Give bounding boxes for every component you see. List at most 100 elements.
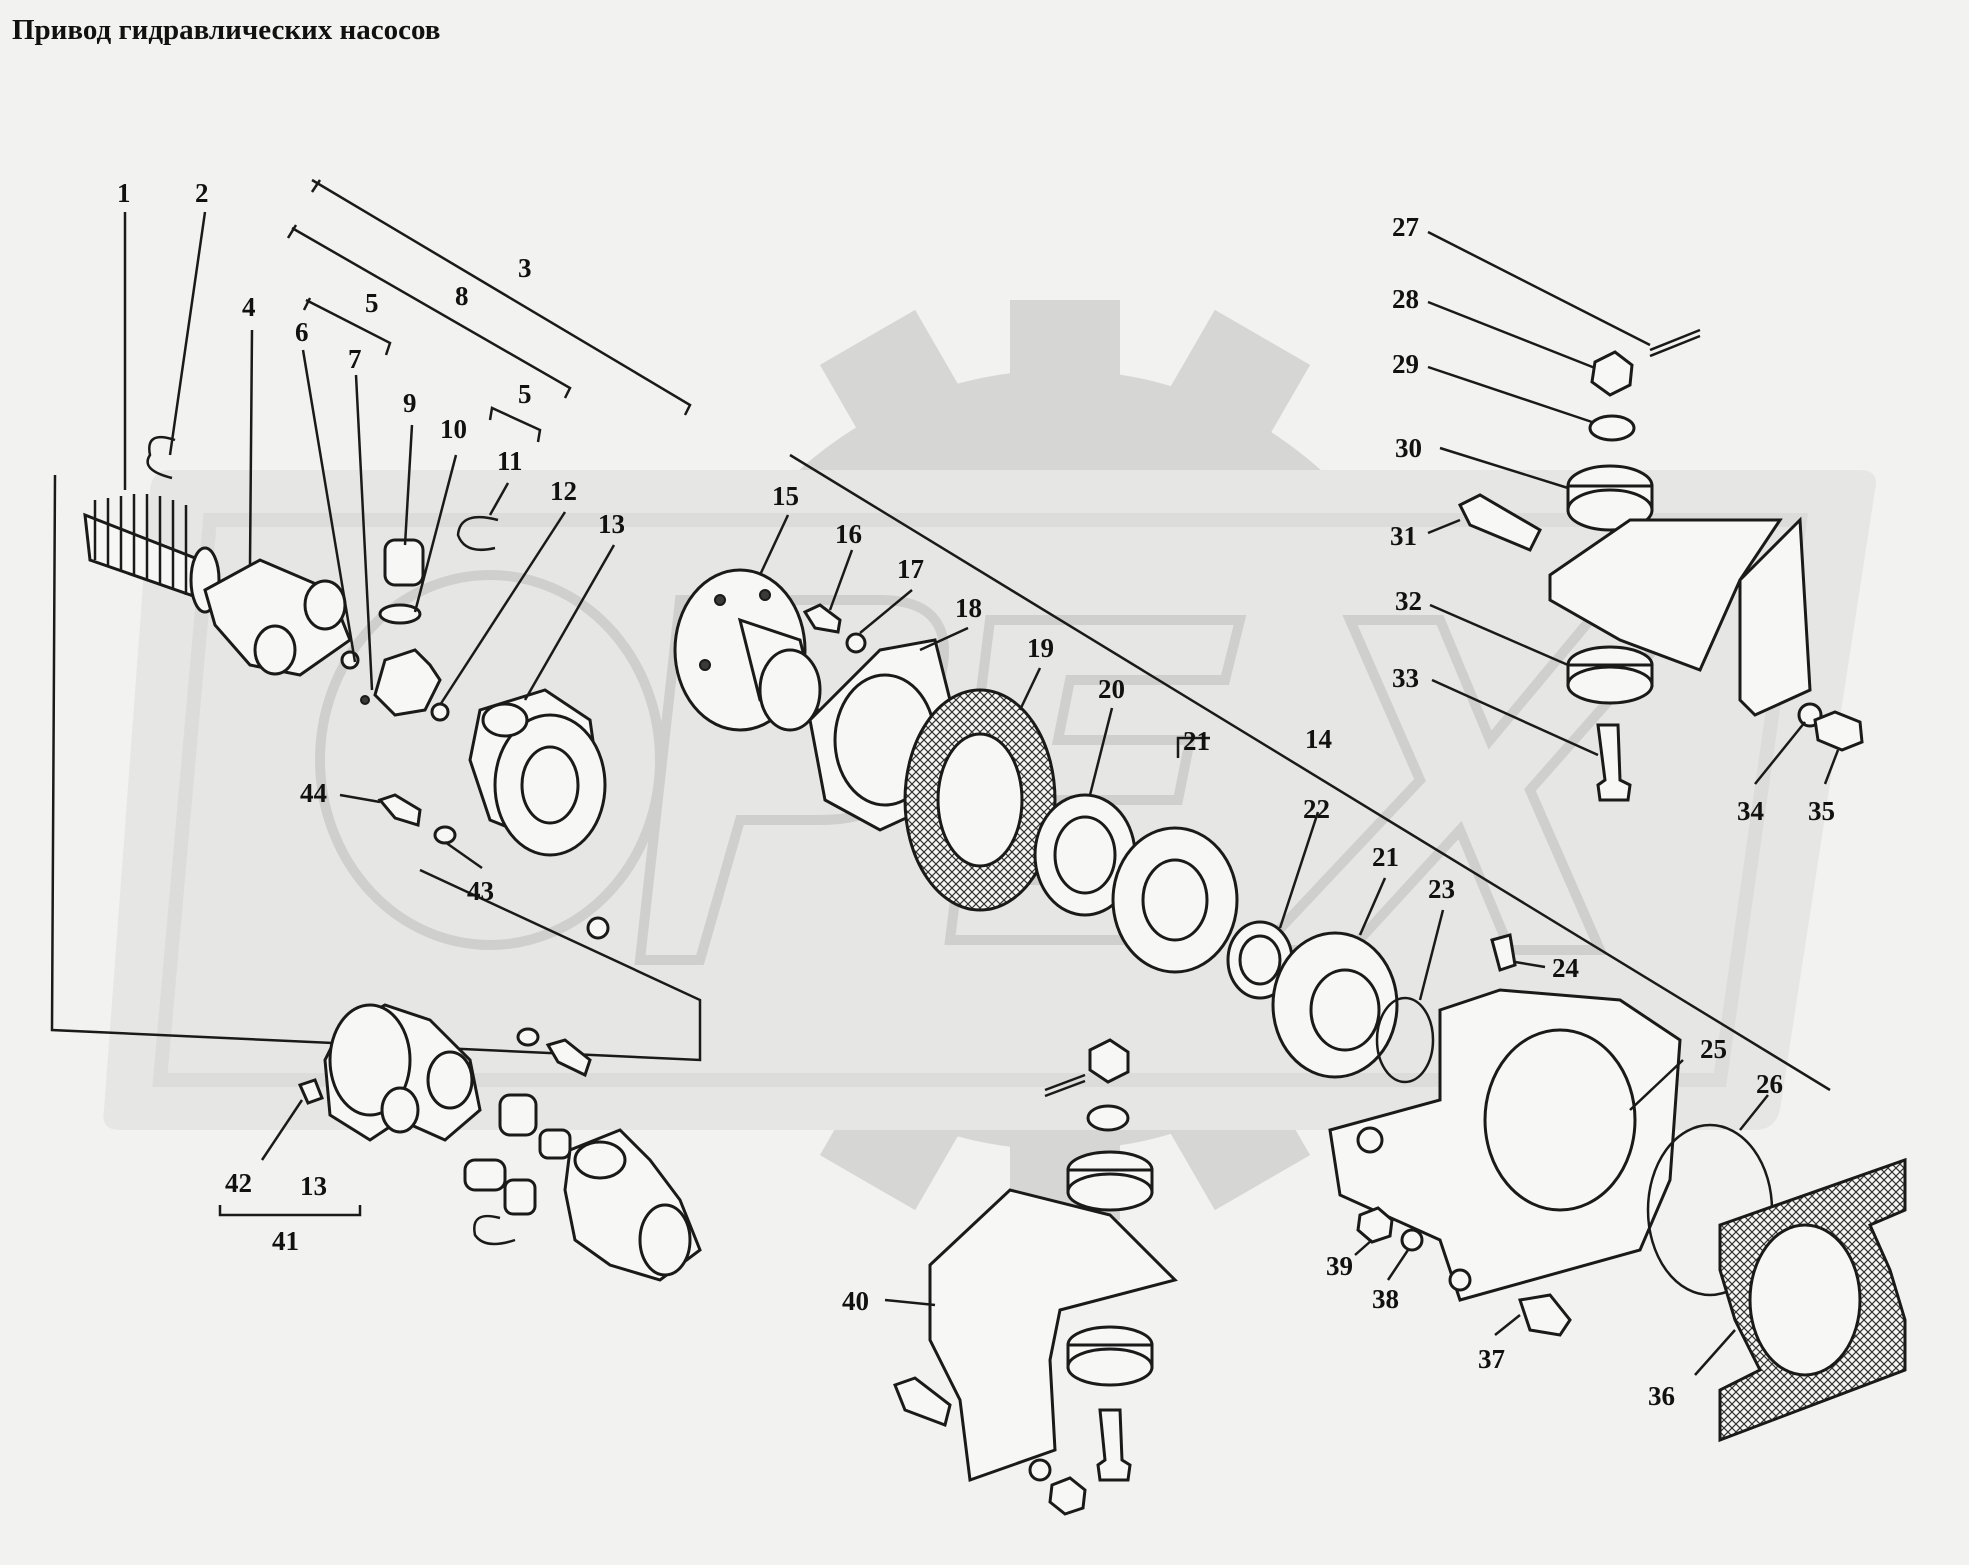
bracket-8 [286,224,572,399]
retaining-ring-part-23 [1375,996,1435,1084]
callout-30: 30 [1395,433,1422,463]
callout-25: 25 [1700,1034,1727,1064]
bolt-part-37 [1518,1293,1572,1337]
callout-35: 35 [1808,796,1835,826]
bolt-lower-vertical [1096,1408,1132,1482]
callout-1: 1 [117,178,131,208]
bracket-part-40 [928,1188,1178,1483]
cotter-pin-part-27 [1649,328,1701,358]
bolt-part-44 [377,793,457,845]
callout-11: 11 [497,446,523,476]
frame-assembly-14 [789,453,1831,1092]
nut-part-39 [1356,1206,1394,1244]
callout-41: 41 [272,1226,299,1256]
callout-14: 14 [1305,724,1332,754]
callout-3: 3 [518,253,532,283]
frame-left-group [50,474,702,1062]
callout-24: 24 [1552,953,1579,983]
lock-ring-part-2 [146,435,176,480]
callout-12: 12 [550,476,577,506]
callout-23: 23 [1428,874,1455,904]
rubber-pad-part-32 [1566,645,1654,705]
bracket-41 [218,1205,362,1217]
washer-part-29 [1588,414,1636,442]
circlip-lower [473,1214,516,1246]
callout-7: 7 [348,344,362,374]
callout-27: 27 [1392,212,1419,242]
callout-20: 20 [1098,674,1125,704]
callout-13-upper: 13 [598,509,625,539]
splined-shaft-part-1 [83,494,221,614]
callout-37: 37 [1478,1344,1505,1374]
callout-40: 40 [842,1286,869,1316]
cotter-pin-lower [1044,1073,1086,1098]
washer-lower [1086,1104,1130,1132]
flange-shaft-part-15 [673,568,823,732]
spider-and-bearings [340,538,450,722]
callout-34: 34 [1737,796,1764,826]
callout-4: 4 [242,292,256,322]
callout-39: 39 [1326,1251,1353,1281]
callout-2: 2 [195,178,209,208]
washer-lower-left [516,1027,540,1047]
washer-part-17 [845,632,867,654]
flange-yoke-part-13-lower [323,1003,482,1142]
callout-5-b: 5 [518,379,532,409]
nut-lower [1048,1476,1087,1516]
callout-21-b: 21 [1372,842,1399,872]
rubber-pad-lower-2 [1066,1325,1154,1387]
callout-13-lower: 13 [300,1171,327,1201]
callout-labels: 1 2 3 4 5 5 6 7 8 9 10 11 12 13 13 14 15… [117,178,1835,1411]
bolt-part-33 [1596,723,1632,802]
callout-16: 16 [835,519,862,549]
bearing-part-21b [1271,931,1399,1079]
bolt-lower-horizontal [893,1376,952,1427]
callout-36: 36 [1648,1381,1675,1411]
washer-part-38 [1400,1228,1424,1252]
castle-nut-lower [1088,1038,1130,1084]
washer-lower-2 [1028,1458,1052,1482]
bracket-5b [488,406,542,443]
callout-38: 38 [1372,1284,1399,1314]
grease-fitting-part-24 [1490,933,1517,972]
callout-26: 26 [1756,1069,1783,1099]
callout-33: 33 [1392,663,1419,693]
grease-nipple [586,916,610,940]
spider-lower [463,1093,572,1216]
callout-8: 8 [455,281,469,311]
callout-15: 15 [772,481,799,511]
bolt-part-31 [1457,493,1542,552]
bearing-housing-part-25 [1328,988,1682,1302]
callout-31: 31 [1390,521,1417,551]
rubber-pad-lower-1 [1066,1150,1154,1212]
nut-part-35 [1813,710,1864,752]
bracket-5a [302,297,392,356]
callout-28: 28 [1392,284,1419,314]
callout-18: 18 [955,593,982,623]
callout-42: 42 [225,1168,252,1198]
circlip-part-11 [456,515,499,552]
callout-5-a: 5 [365,288,379,318]
flange-yoke-part-13-upper [468,688,607,857]
callout-21-a: 21 [1183,726,1210,756]
callout-32: 32 [1395,586,1422,616]
callout-22: 22 [1303,794,1330,824]
gasket-part-36 [1718,1157,1907,1443]
bracket-3 [310,178,692,416]
bearing-part-20 [1033,793,1137,917]
bracket-part-upper [1548,516,1812,717]
callout-29: 29 [1392,349,1419,379]
slip-yoke-lower [563,1128,702,1282]
callout-43: 43 [467,876,494,906]
gasket-part-19 [903,688,1057,912]
castle-nut-part-28 [1590,350,1634,397]
leader-lines [123,211,1840,1376]
callout-9: 9 [403,388,417,418]
callout-6: 6 [295,317,309,347]
callout-19: 19 [1027,633,1054,663]
callout-10: 10 [440,414,467,444]
bolt-lower-left [545,1038,592,1078]
callout-17: 17 [897,554,924,584]
